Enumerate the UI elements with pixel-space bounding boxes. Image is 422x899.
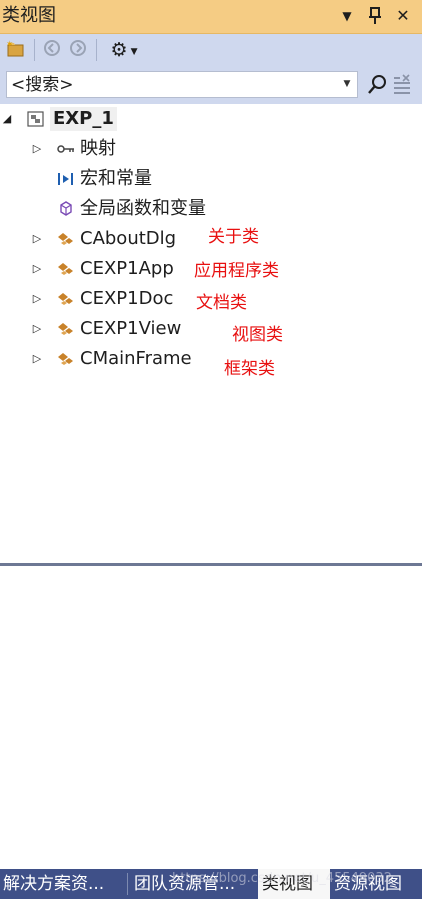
collapsed-triangle-icon[interactable]: ▷ (32, 322, 42, 335)
tree-item-class[interactable]: ▷ CAboutDlg (0, 224, 422, 254)
new-folder-icon[interactable]: ✶ (5, 39, 27, 61)
tree-item-class[interactable]: ▷ CEXP1App (0, 254, 422, 284)
gear-icon: ⚙ (110, 39, 128, 61)
tree-item-class[interactable]: ▷ CEXP1View (0, 314, 422, 344)
forward-icon[interactable] (68, 39, 88, 61)
tree-item-class[interactable]: ▷ CEXP1Doc (0, 284, 422, 314)
tab-class-view[interactable]: 类视图 (258, 869, 330, 899)
bottom-tab-bar: 解决方案资... 团队资源管... 类视图 资源视图 (0, 869, 422, 899)
toolbar-separator (96, 39, 97, 61)
global-cube-icon (56, 200, 76, 218)
tree-item-label: 宏和常量 (80, 168, 152, 189)
annotation-doc-class: 文档类 (196, 293, 247, 313)
tree-root[interactable]: ◢ EXP_1 (0, 104, 422, 134)
toolbar-separator (34, 39, 35, 61)
close-icon[interactable]: ✕ (396, 6, 410, 25)
tab-solution-explorer[interactable]: 解决方案资... (3, 874, 105, 894)
tree-item-globals[interactable]: 全局函数和变量 (0, 194, 422, 224)
macro-icon (56, 170, 76, 188)
tree-item-label: CMainFrame (80, 348, 192, 369)
collapsed-triangle-icon[interactable]: ▷ (32, 292, 42, 305)
tree-item-label: CAboutDlg (80, 228, 177, 249)
class-icon (56, 350, 76, 368)
tab-resource-view[interactable]: 资源视图 (334, 874, 402, 894)
search-icon[interactable] (366, 72, 388, 98)
expanded-triangle-icon[interactable]: ◢ (2, 112, 12, 125)
tree-item-label: CEXP1Doc (80, 288, 174, 309)
tab-separator (127, 873, 128, 895)
project-icon (26, 110, 46, 128)
pin-icon[interactable] (364, 5, 386, 27)
member-pane (0, 566, 422, 869)
tree-item-label: CEXP1App (80, 258, 174, 279)
toolbar: ✶ ⚙▼ (0, 34, 422, 67)
tree-item-class[interactable]: ▷ CMainFrame (0, 344, 422, 374)
collapsed-triangle-icon[interactable]: ▷ (32, 262, 42, 275)
chevron-down-icon: ▼ (130, 47, 138, 57)
back-icon[interactable] (42, 39, 62, 61)
svg-text:✶: ✶ (6, 40, 14, 50)
annotation-app-class: 应用程序类 (194, 261, 279, 281)
class-icon (56, 260, 76, 278)
tree-root-label: EXP_1 (50, 107, 117, 131)
annotation-about-class: 关于类 (208, 227, 259, 247)
search-row: ▼ (0, 67, 422, 104)
collapsed-triangle-icon[interactable]: ▷ (32, 232, 42, 245)
title-bar: 类视图 ▼ ✕ (0, 0, 422, 34)
map-key-icon (56, 140, 76, 158)
panel-splitter[interactable] (0, 563, 422, 566)
search-input[interactable] (7, 72, 341, 97)
triangle-down-icon[interactable]: ▼ (342, 9, 352, 23)
tab-team-explorer[interactable]: 团队资源管... (134, 874, 236, 894)
tree-item-label: 映射 (80, 138, 116, 159)
class-icon (56, 320, 76, 338)
list-settings-icon[interactable] (392, 74, 412, 96)
class-icon (56, 290, 76, 308)
tree-item-macros[interactable]: 宏和常量 (0, 164, 422, 194)
collapsed-triangle-icon[interactable]: ▷ (32, 142, 42, 155)
class-tree: ◢ EXP_1 ▷ 映射 (0, 104, 422, 564)
annotation-view-class: 视图类 (232, 325, 283, 345)
class-icon (56, 230, 76, 248)
tree-item-label: 全局函数和变量 (80, 198, 206, 219)
settings-button[interactable]: ⚙▼ (104, 39, 144, 61)
search-dropdown-icon[interactable]: ▼ (343, 79, 351, 89)
tree-item-label: CEXP1View (80, 318, 182, 339)
tree-item-map[interactable]: ▷ 映射 (0, 134, 422, 164)
collapsed-triangle-icon[interactable]: ▷ (32, 352, 42, 365)
search-box: ▼ (6, 71, 358, 98)
window-title: 类视图 (2, 5, 56, 26)
annotation-frame-class: 框架类 (224, 359, 275, 379)
